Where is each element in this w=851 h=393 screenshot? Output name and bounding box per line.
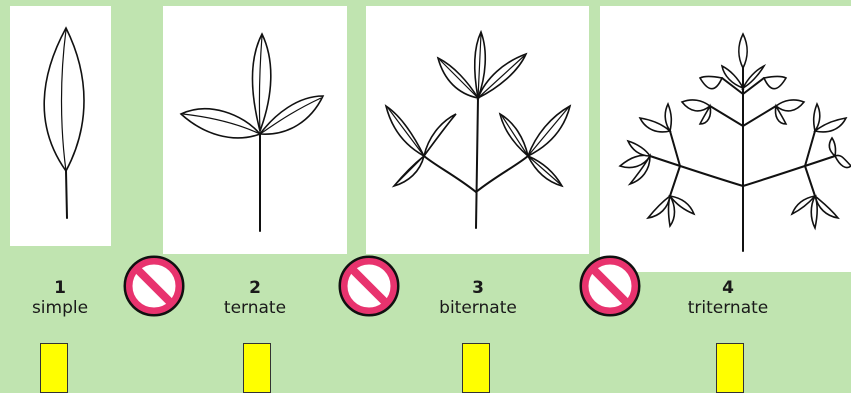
- marker-biternate[interactable]: [462, 343, 490, 393]
- panel-biternate: [366, 6, 589, 254]
- caption-biternate: 3 biternate: [413, 278, 543, 318]
- panel-ternate: [163, 6, 347, 254]
- leaf-simple-icon: [10, 6, 111, 246]
- leaf-biternate-icon: [366, 6, 589, 254]
- caption-ternate: 2 ternate: [195, 278, 315, 318]
- no-entry-icon: [336, 253, 402, 319]
- item-number: 1: [0, 278, 120, 298]
- caption-simple: 1 simple: [0, 278, 120, 318]
- item-number: 4: [658, 278, 798, 298]
- leaf-triternate-icon: [600, 6, 851, 272]
- item-number: 3: [413, 278, 543, 298]
- no-entry-icon: [121, 253, 187, 319]
- panel-simple: [10, 6, 111, 246]
- leaf-ternate-icon: [163, 6, 347, 254]
- marker-triternate[interactable]: [716, 343, 744, 393]
- caption-triternate: 4 triternate: [658, 278, 798, 318]
- panel-triternate: [600, 6, 851, 272]
- item-label: ternate: [195, 298, 315, 318]
- item-label: simple: [0, 298, 120, 318]
- no-entry-icon: [577, 253, 643, 319]
- item-number: 2: [195, 278, 315, 298]
- item-label: triternate: [658, 298, 798, 318]
- item-label: biternate: [413, 298, 543, 318]
- marker-ternate[interactable]: [243, 343, 271, 393]
- marker-simple[interactable]: [40, 343, 68, 393]
